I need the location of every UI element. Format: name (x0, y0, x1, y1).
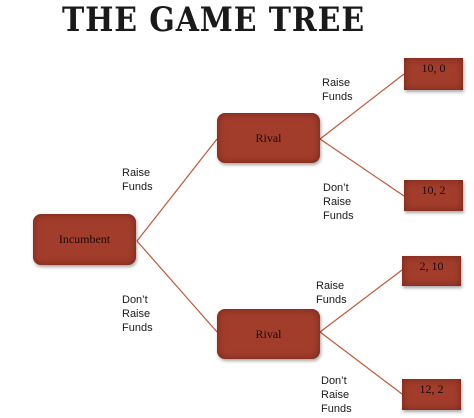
page-title: THE GAME TREE (62, 0, 366, 40)
edge-label-line: Funds (122, 322, 153, 334)
edge-label-line: Funds (321, 403, 352, 415)
edge-label-rival-top-raise: Raise Funds (322, 76, 353, 104)
payoff-leaf-2-value: 10, 2 (421, 183, 446, 197)
edge-label-line: Don’t (122, 294, 148, 306)
edge-rival-bottom-to-leaf-3 (319, 269, 403, 333)
edge-label-rival-bottom-dont-raise: Don’t Raise Funds (321, 374, 352, 416)
payoff-leaf-1: 10, 0 (404, 58, 463, 90)
edge-label-line: Funds (122, 181, 153, 193)
edge-label-line: Don’t (321, 375, 347, 387)
edge-label-line: Raise (122, 167, 151, 179)
edge-label-rival-top-dont-raise: Don’t Raise Funds (323, 181, 354, 223)
edge-label-line: Raise (316, 280, 345, 292)
edge-incumbent-to-rival-top (136, 138, 218, 242)
edge-label-incumbent-dont-raise: Don’t Raise Funds (122, 293, 153, 335)
edge-label-line: Funds (323, 210, 354, 222)
node-rival-bottom: Rival (217, 309, 320, 359)
edge-rival-bottom-to-leaf-4 (319, 331, 403, 395)
payoff-leaf-3-value: 2, 10 (419, 259, 444, 273)
node-rival-bottom-label: Rival (255, 326, 282, 341)
edge-incumbent-to-rival-bottom (136, 240, 218, 333)
edge-rival-top-to-leaf-1 (319, 73, 405, 140)
edge-label-incumbent-raise: Raise Funds (122, 166, 153, 194)
payoff-leaf-2: 10, 2 (404, 180, 463, 211)
node-rival-top-label: Rival (255, 130, 282, 145)
edge-label-rival-bottom-raise: Raise Funds (316, 279, 347, 307)
payoff-leaf-4: 12, 2 (402, 379, 461, 410)
payoff-leaf-4-value: 12, 2 (419, 382, 444, 396)
node-incumbent-label: Incumbent (58, 232, 111, 246)
edge-label-line: Raise (323, 196, 352, 208)
payoff-leaf-1-value: 10, 0 (421, 61, 446, 75)
edge-label-line: Don’t (323, 182, 349, 194)
payoff-leaf-3: 2, 10 (402, 256, 461, 286)
edge-label-line: Raise (322, 77, 351, 89)
edge-label-line: Raise (122, 308, 151, 320)
node-rival-top: Rival (217, 113, 320, 163)
node-incumbent: Incumbent (33, 214, 136, 265)
edge-label-line: Funds (316, 294, 347, 306)
edge-rival-top-to-leaf-2 (319, 138, 405, 197)
edge-label-line: Raise (321, 389, 350, 401)
edge-label-line: Funds (322, 91, 353, 103)
